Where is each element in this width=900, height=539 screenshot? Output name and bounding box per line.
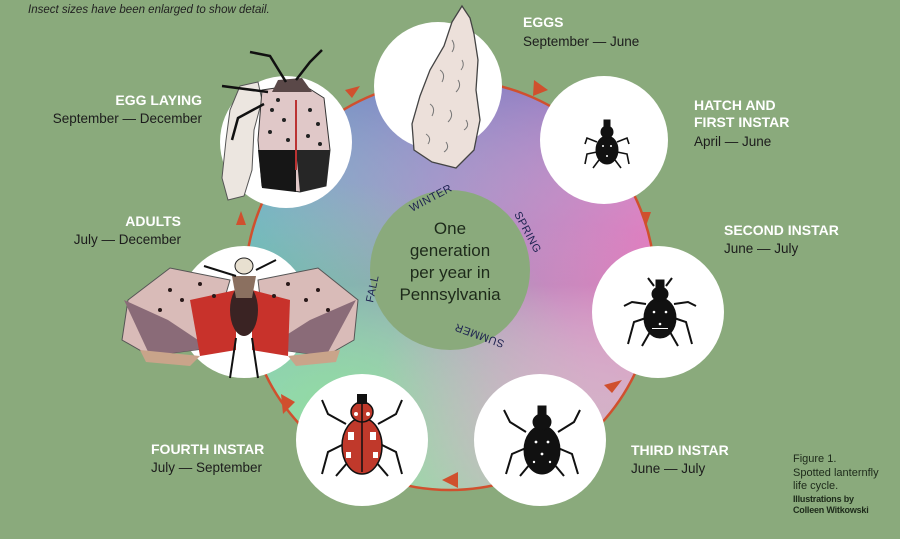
egg-mass-icon — [411, 4, 481, 169]
enlarged-note: Insect sizes have been enlarged to show … — [28, 4, 270, 16]
stage-dates-adults: July — December — [73, 232, 181, 247]
caption-credit-2: Colleen Witkowski — [793, 504, 869, 515]
fourth-instar-nymph-icon — [321, 394, 403, 477]
stage-dates-fourth: July — September — [151, 460, 263, 475]
arrow-third-to-fourth — [442, 472, 458, 488]
stage-title-adults: ADULTS — [125, 213, 181, 229]
center-line-2: generation — [409, 241, 491, 260]
caption-line-1: Figure 1. — [793, 453, 837, 465]
stage-title-hatch-line1: HATCH AND — [694, 97, 776, 113]
third-instar-nymph-icon — [503, 405, 581, 477]
stage-dates-hatch: April — June — [694, 134, 772, 149]
stage-title-hatch: HATCH AND FIRST INSTAR — [694, 97, 789, 131]
stage-title-fourth: FOURTH INSTAR — [151, 441, 265, 457]
stage-title-eggs: EGGS — [523, 14, 564, 30]
center-line-4: Pennsylvania — [399, 285, 501, 304]
stage-dates-third: June — July — [631, 461, 706, 476]
center-circle — [370, 190, 530, 350]
second-instar-nymph-icon — [623, 277, 697, 347]
egg-laying-adult-icon — [221, 49, 331, 201]
adult-lanternfly-icon — [121, 257, 359, 379]
center-line-1: One — [433, 219, 467, 238]
caption-line-2: Spotted lanternfly — [793, 466, 879, 479]
caption-line-3: life cycle. — [793, 480, 839, 492]
arrow-fourth-to-adults — [281, 394, 295, 414]
cycle-arrows — [236, 80, 651, 488]
stage-title-hatch-line2: FIRST INSTAR — [694, 114, 790, 130]
figure-caption: Figure 1. Spotted lanternfly life cycle.… — [793, 453, 879, 516]
arrow-eggs-to-hatch — [533, 80, 548, 96]
stage-title-third: THIRD INSTAR — [631, 442, 729, 458]
stage-title-egglaying: EGG LAYING — [115, 92, 202, 108]
center-line-3: per year in — [409, 263, 491, 282]
stage-dates-second: June — July — [724, 241, 799, 256]
first-instar-nymph-icon — [584, 119, 630, 169]
season-fall: FALL — [364, 274, 381, 304]
arrow-egglaying-to-eggs — [345, 86, 360, 98]
stage-dates-egglaying: September — December — [52, 111, 202, 126]
caption-credit-1: Illustrations by — [793, 493, 854, 504]
arrow-adults-to-egglaying — [236, 211, 246, 225]
center-label: One generation per year in Pennsylvania — [370, 218, 530, 306]
stage-title-second: SECOND INSTAR — [724, 222, 839, 238]
arrow-hatch-to-second — [641, 212, 651, 226]
arrow-second-to-third — [604, 380, 622, 393]
stage-dates-eggs: September — June — [523, 34, 640, 49]
